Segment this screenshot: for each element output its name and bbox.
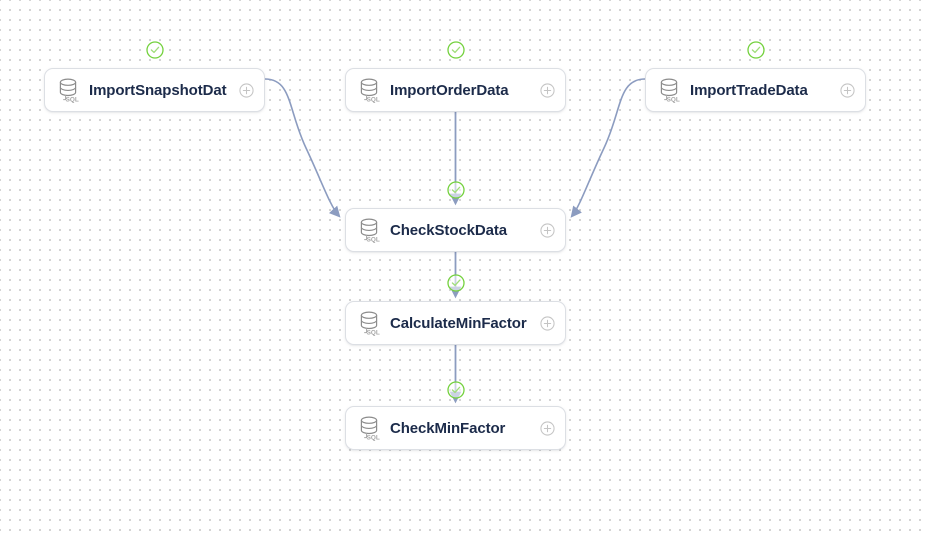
node-check-min-factor[interactable]: SQL CheckMinFactor — [345, 406, 566, 450]
plus-circle-icon[interactable] — [540, 420, 555, 436]
node-label: ImportSnapshotDat — [89, 81, 227, 99]
edge-badge-calculate-min-factor-to-check-min-factor[interactable] — [447, 381, 465, 399]
plus-circle-icon[interactable] — [540, 315, 555, 331]
node-label: CheckMinFactor — [390, 419, 506, 437]
node-label: ImportTradeData — [690, 81, 808, 99]
status-badge-import-trade-data[interactable] — [747, 41, 765, 59]
svg-text:SQL: SQL — [66, 97, 79, 103]
node-calculate-min-factor[interactable]: SQL CalculateMinFactor — [345, 301, 566, 345]
database-sql-icon: SQL — [360, 311, 380, 336]
svg-text:SQL: SQL — [367, 330, 380, 336]
node-label: CheckStockData — [390, 221, 507, 239]
node-label: ImportOrderData — [390, 81, 509, 99]
status-badge-import-snapshot-data[interactable] — [146, 41, 164, 59]
node-import-snapshot-data[interactable]: SQL ImportSnapshotDat — [44, 68, 265, 112]
database-sql-icon: SQL — [360, 416, 380, 441]
plus-circle-icon[interactable] — [540, 82, 555, 98]
edge-badge-check-stock-to-calculate-min-factor[interactable] — [447, 274, 465, 292]
svg-text:SQL: SQL — [367, 97, 380, 103]
plus-circle-icon[interactable] — [540, 222, 555, 238]
svg-text:SQL: SQL — [367, 435, 380, 441]
database-sql-icon: SQL — [360, 78, 380, 103]
node-label: CalculateMinFactor — [390, 314, 527, 332]
database-sql-icon: SQL — [660, 78, 680, 103]
database-sql-icon: SQL — [360, 218, 380, 243]
edge-trade-to-check-stock[interactable] — [570, 78, 646, 218]
plus-circle-icon[interactable] — [840, 82, 855, 98]
svg-text:SQL: SQL — [367, 237, 380, 243]
svg-text:SQL: SQL — [667, 97, 680, 103]
database-sql-icon: SQL — [59, 78, 79, 103]
edge-badge-order-to-check-stock[interactable] — [447, 181, 465, 199]
node-check-stock-data[interactable]: SQL CheckStockData — [345, 208, 566, 252]
edge-snapshot-to-check-stock[interactable] — [264, 78, 341, 218]
node-import-order-data[interactable]: SQL ImportOrderData — [345, 68, 566, 112]
node-import-trade-data[interactable]: SQL ImportTradeData — [645, 68, 866, 112]
plus-circle-icon[interactable] — [239, 82, 254, 98]
status-badge-import-order-data[interactable] — [447, 41, 465, 59]
